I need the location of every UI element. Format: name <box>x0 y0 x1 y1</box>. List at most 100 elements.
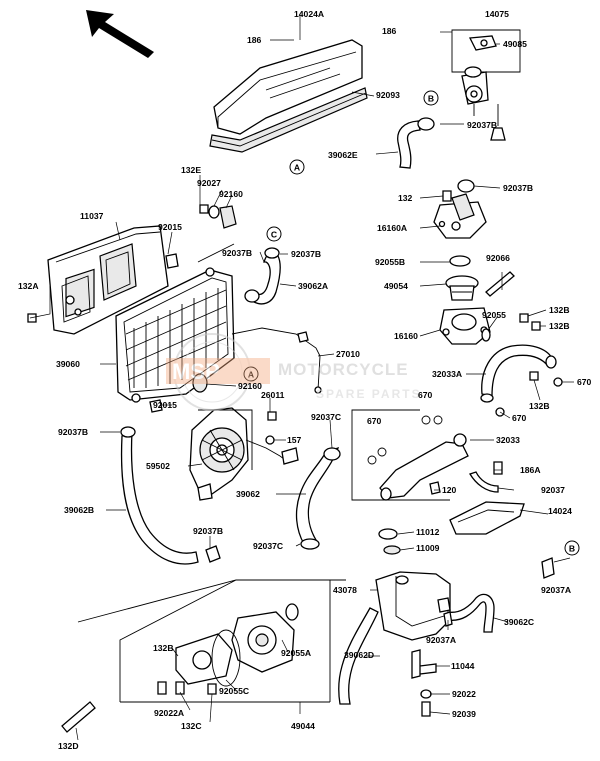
label-39062C: 39062C <box>504 617 534 627</box>
label-92022: 92022 <box>452 689 476 699</box>
label-92015-2: 92015 <box>153 400 177 410</box>
label-92160-2: 92160 <box>238 381 262 391</box>
label-132B-1: 132B <box>549 305 570 315</box>
label-92055B: 92055B <box>375 257 405 267</box>
label-132B-4: 132B <box>153 643 174 653</box>
label-92037A-1: 92037A <box>541 585 571 595</box>
collar-92027 <box>208 205 220 219</box>
label-92066: 92066 <box>486 253 510 263</box>
label-49044: 49044 <box>291 721 315 731</box>
water-pipe-32033A <box>480 344 563 417</box>
bolt-92039 <box>421 701 431 717</box>
clamp-92037B-4 <box>244 289 260 303</box>
hose-39062B <box>120 431 199 565</box>
label-11009: 11009 <box>416 543 440 553</box>
hose-39062E <box>397 120 421 169</box>
label-49054: 49054 <box>384 281 408 291</box>
watermark: MSP MOTORCYCLE SPARE PARTS <box>166 333 422 411</box>
label-92037A-2: 92037A <box>426 635 456 645</box>
temperature-sensor-92066 <box>485 271 515 297</box>
label-92055A: 92055A <box>281 648 311 658</box>
label-92037B-5: 92037B <box>58 427 88 437</box>
watermark-brand: MSP <box>172 359 220 384</box>
clamp-92037B-3 <box>264 247 280 259</box>
label-92037B-4: 92037B <box>291 249 321 259</box>
bolt-186A <box>493 461 503 475</box>
label-16160: 16160 <box>394 331 418 341</box>
label-132D: 132D <box>58 741 79 751</box>
grommet-92160-1 <box>219 205 237 229</box>
label-92015-1: 92015 <box>158 222 182 232</box>
label-670-3: 670 <box>512 413 527 423</box>
grommet-92160-2 <box>192 373 208 393</box>
label-49085: 49085 <box>503 39 527 49</box>
label-16160A: 16160A <box>377 223 407 233</box>
water-pipe-32033 <box>367 415 469 501</box>
label-14075: 14075 <box>485 9 509 19</box>
label-670-2: 670 <box>418 390 433 400</box>
ref-marker-a2: A <box>243 366 259 382</box>
label-92037B-3: 92037B <box>222 248 252 258</box>
label-43078: 43078 <box>333 585 357 595</box>
label-32033: 32033 <box>496 435 520 445</box>
label-26011: 26011 <box>261 390 285 400</box>
hose-39062D <box>338 607 379 705</box>
ref-marker-b1: B <box>423 90 439 106</box>
gasket-11009 <box>383 545 401 555</box>
watermark-line1: MOTORCYCLE <box>278 360 409 379</box>
watermark-line2: SPARE PARTS <box>316 387 422 401</box>
collar-157 <box>265 435 275 445</box>
label-59502: 59502 <box>146 461 170 471</box>
pipe-92037A <box>541 557 555 579</box>
label-92055: 92055 <box>482 310 506 320</box>
label-132: 132 <box>398 193 413 203</box>
label-186A: 186A <box>520 465 541 475</box>
leader-lines <box>29 14 574 741</box>
svg-text:B: B <box>569 544 575 554</box>
clamp-92037B-6 <box>205 545 221 563</box>
svg-text:A: A <box>294 163 300 173</box>
svg-text:C: C <box>271 230 277 240</box>
label-92093: 92093 <box>376 90 400 100</box>
o-ring-92055 <box>481 328 491 342</box>
hose-39062 <box>295 446 340 545</box>
label-92022A: 92022A <box>154 708 184 718</box>
label-14024: 14024 <box>548 506 572 516</box>
label-11044: 11044 <box>451 661 475 671</box>
hose-92037 <box>469 471 499 493</box>
label-39062D: 39062D <box>344 650 374 660</box>
clamp-92037B-5 <box>120 426 136 438</box>
label-186-1: 186 <box>247 35 262 45</box>
label-27010: 27010 <box>336 349 360 359</box>
label-132E: 132E <box>181 165 201 175</box>
bolt-132A <box>27 313 37 323</box>
label-92037: 92037 <box>541 485 565 495</box>
label-39062B: 39062B <box>64 505 94 515</box>
water-pump-49044 <box>157 603 299 695</box>
label-132B-3: 132B <box>529 401 550 411</box>
thermostat-49054 <box>445 275 479 301</box>
label-39062A: 39062A <box>298 281 328 291</box>
label-92037C-1: 92037C <box>311 412 341 422</box>
svg-text:A: A <box>248 370 254 380</box>
damper-92015-2 <box>149 399 163 413</box>
label-39062: 39062 <box>236 489 260 499</box>
label-39062E: 39062E <box>328 150 358 160</box>
label-132C: 132C <box>181 721 202 731</box>
radiator-39060 <box>115 267 235 403</box>
label-186-2: 186 <box>382 26 397 36</box>
label-92037B-1: 92037B <box>467 120 497 130</box>
damper-92015-1 <box>165 253 179 269</box>
ref-marker-c1: C <box>266 226 282 242</box>
bolt-132-and-clamp <box>442 179 475 202</box>
label-92037C-2: 92037C <box>253 541 283 551</box>
bolt-132E <box>199 204 209 214</box>
o-ring-92055B <box>449 255 471 267</box>
group-frames <box>77 243 450 703</box>
label-92037B-2: 92037B <box>503 183 533 193</box>
fan-connector <box>281 447 299 465</box>
label-92039: 92039 <box>452 709 476 719</box>
clamp-92037C-1 <box>323 447 341 461</box>
label-670-1: 670 <box>577 377 592 387</box>
ref-marker-b2: B <box>564 540 580 556</box>
